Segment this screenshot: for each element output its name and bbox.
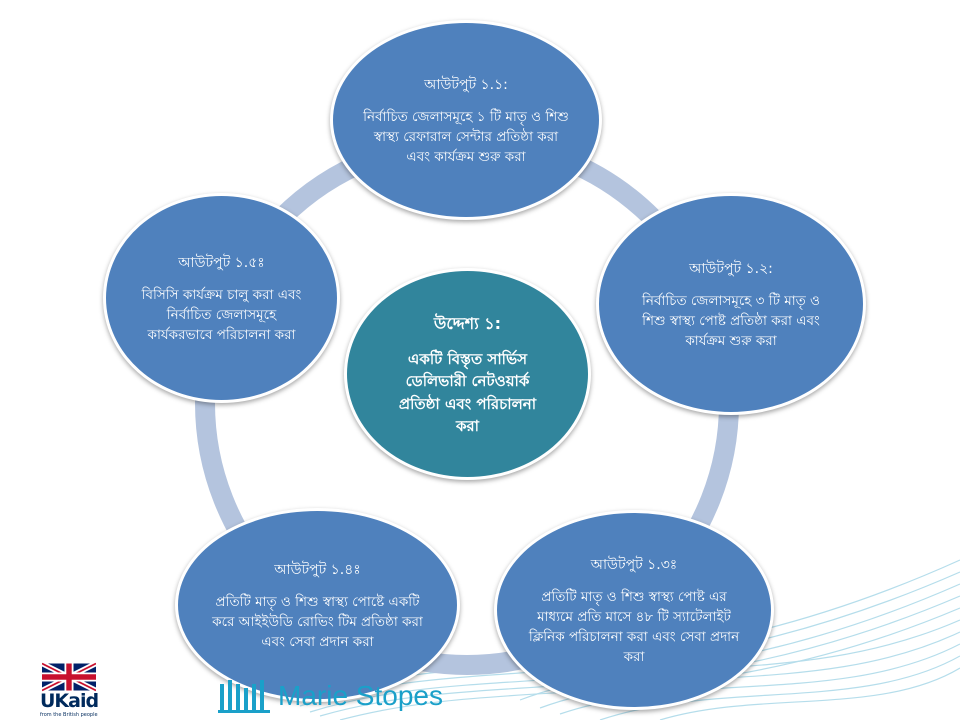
output-1-4-text: প্রতিটি মাতৃ ও শিশু স্বাস্থ্য পোষ্টে একট… [212,593,423,651]
marie-stopes-mark-icon [218,680,270,713]
ukaid-text: UKaid [40,690,99,712]
output-1-5-circle: আউটপুট ১.৫ঃ বিসিসি কার্যক্রম চালু করা এব… [103,193,340,403]
objective-circle: উদ্দেশ্য ১: একটি বিস্তৃত সার্ভিস ডেলিভার… [344,268,591,480]
objective-title: উদ্দেশ্য ১: [433,313,502,333]
output-1-3-circle: আউটপুট ১.৩ঃ প্রতিটি মাতৃ ও শিশু স্বাস্থ্… [494,510,774,710]
output-1-5-text: বিসিসি কার্যক্রম চালু করা এবং নির্বাচিত … [141,286,302,344]
output-1-5-title: আউটপুট ১.৫ঃ [178,254,265,271]
union-jack-icon [42,662,96,692]
output-1-1-title: আউটপুট ১.১: [424,76,508,93]
output-1-4-circle: আউটপুট ১.৪ঃ প্রতিটি মাতৃ ও শিশু স্বাস্থ্… [175,508,460,702]
ukaid-logo: UKaid from the British people [40,662,100,720]
output-1-1-circle: আউটপুট ১.১: নির্বাচিত জেলাসমূহে ১ টি মাত… [330,20,602,220]
output-1-3-text: প্রতিটি মাতৃ ও শিশু স্বাস্থ্য পোষ্ট এর ম… [528,588,740,666]
marie-stopes-text: Marie Stopes [278,680,443,711]
output-1-1-text: নির্বাচিত জেলাসমূহে ১ টি মাতৃ ও শিশু স্ব… [363,108,569,166]
objective-text: একটি বিস্তৃত সার্ভিস ডেলিভারী নেটওয়ার্ক… [398,349,537,436]
output-1-2-circle: আউটপুট ১.২: নির্বাচিত জেলাসমূহে ৩ টি মাত… [596,193,866,415]
output-1-2-title: আউটপুট ১.২: [689,260,773,277]
ukaid-tagline: from the British people [40,712,98,718]
output-1-4-title: আউটপুট ১.৪ঃ [274,561,361,578]
output-1-3-title: আউটপুট ১.৩ঃ [590,556,678,573]
marie-stopes-logo: Marie Stopes [218,678,468,718]
output-1-2-text: নির্বাচিত জেলাসমূহে ৩ টি মাতৃ ও শিশু স্ব… [641,292,820,350]
